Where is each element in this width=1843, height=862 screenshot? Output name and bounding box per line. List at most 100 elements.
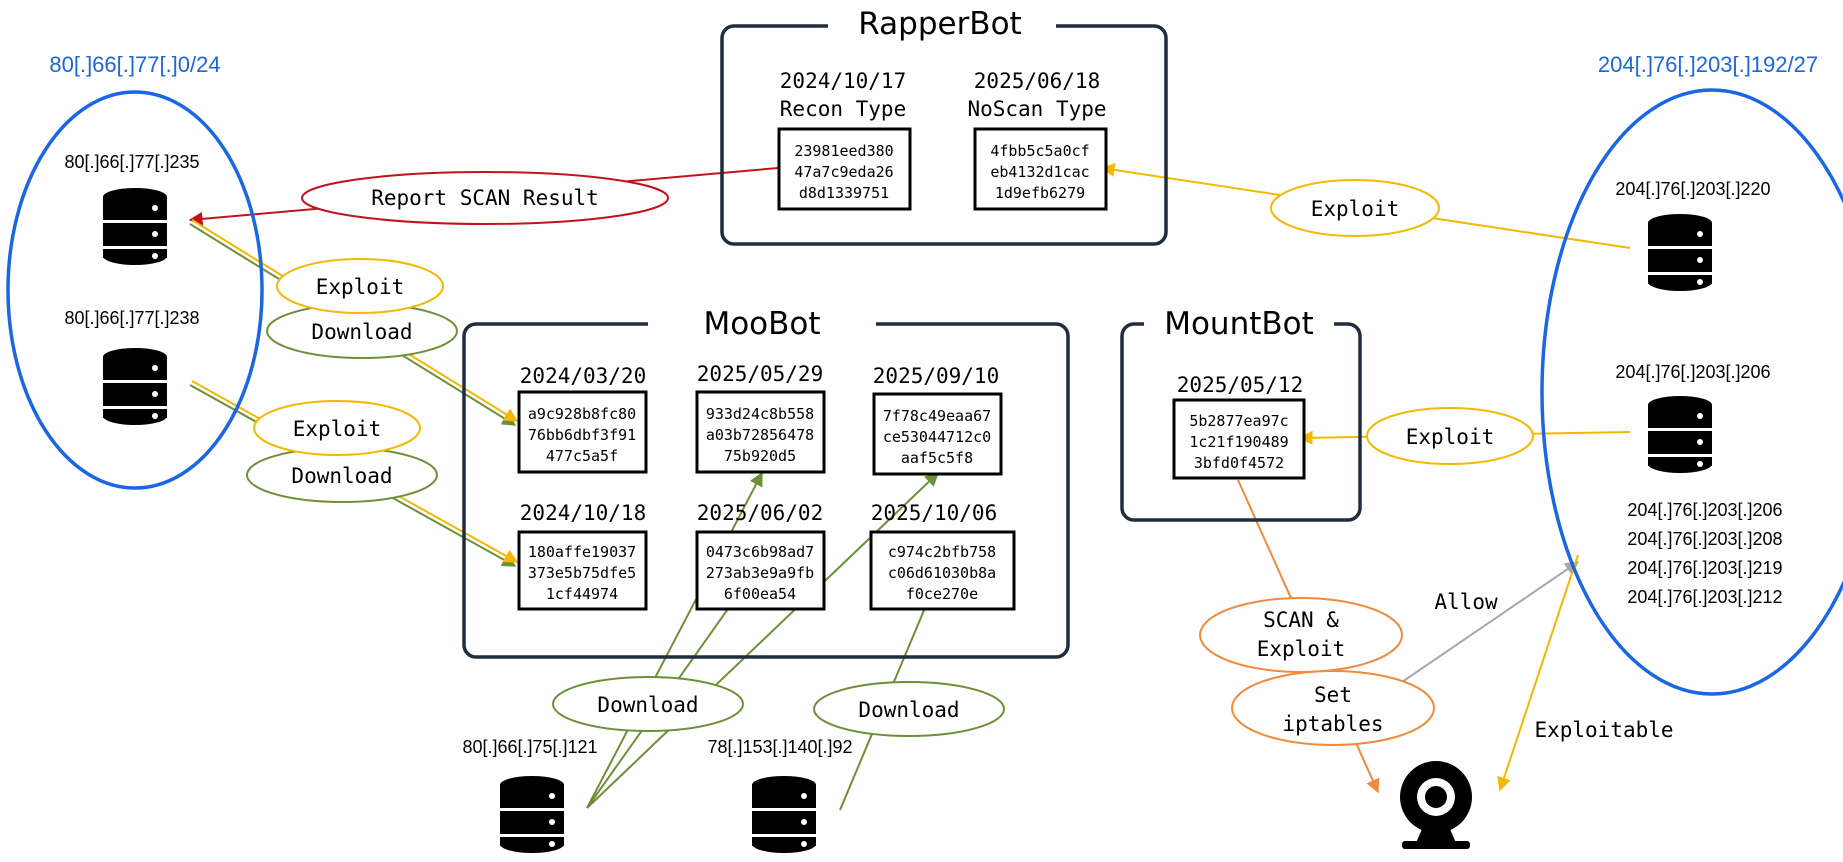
cluster-rapperbot-title: RapperBot [858,6,1021,42]
subnet-left: 80[.]66[.]77[.]0/24 [6,52,264,490]
sample-date: 2025/05/12 [1177,373,1303,397]
host-238: 80[.]66[.]77[.]238 [64,308,200,425]
server-icon [1648,396,1712,473]
host-group-item: 204[.]76[.]203[.]208 [1627,529,1782,549]
label-exploitable: Exploitable [1534,718,1673,742]
hash-line: 6f00ea54 [724,585,796,603]
host-235-label: 80[.]66[.]77[.]235 [64,152,199,172]
svg-text:Exploit: Exploit [316,275,405,299]
host-235: 80[.]66[.]77[.]235 [64,152,200,265]
hash-line: 373e5b75dfe5 [528,564,636,582]
server-icon [1648,214,1712,291]
cluster-mountbot: MountBot 2025/05/12 5b2877ea97c 1c21f190… [1120,302,1362,522]
server-icon [103,188,167,265]
cluster-moobot: MooBot 2024/03/20 a9c928b8fc80 76bb6dbf3… [462,302,1070,659]
svg-text:Download: Download [291,464,392,488]
server-icon [103,348,167,425]
hash-box[interactable] [517,530,648,611]
cluster-moobot-title: MooBot [703,306,820,342]
host-206-label: 204[.]76[.]203[.]206 [1615,362,1770,382]
hash-line: 0473c6b98ad7 [706,543,814,561]
host-group: 204[.]76[.]203[.]206 204[.]76[.]203[.]20… [1627,500,1782,607]
svg-text:Download: Download [311,320,412,344]
hash-line: 1d9efb6279 [995,184,1085,202]
sample-date: 2025/06/02 [697,501,823,525]
sample-date: 2025/09/10 [873,364,999,388]
hash-line: aaf5c5f8 [901,449,973,467]
hash-box[interactable] [872,392,1003,476]
hash-line: 75b920d5 [724,447,796,465]
sample-type: Recon Type [780,97,906,121]
sample-date: 2024/10/17 [780,69,906,93]
hash-box[interactable] [777,127,912,211]
host-92: 78[.]153[.]140[.]92 [707,737,853,853]
cluster-rapperbot: RapperBot 2024/10/17 Recon Type 23981eed… [720,6,1168,246]
hash-line: 47a7c9eda26 [794,163,893,181]
label-exploit-206: Exploit [1366,407,1534,465]
hash-line: ce53044712c0 [883,428,991,446]
allow-arrow [1401,561,1580,683]
svg-text:SCAN &: SCAN & [1263,608,1339,632]
exploitable-arrow [1497,554,1579,792]
subnet-left-oval [6,90,264,490]
hash-box[interactable] [517,390,648,474]
hash-line: 477c5a5f [546,447,618,465]
hash-line: 3bfd0f4572 [1194,454,1284,472]
host-220-label: 204[.]76[.]203[.]220 [1615,179,1770,199]
server-icon [500,776,564,853]
sample-date: 2025/10/06 [871,501,997,525]
sample-date: 2025/05/29 [697,362,823,386]
sample-date: 2025/06/18 [974,69,1100,93]
label-report-scan: Report SCAN Result [301,171,669,225]
hash-line: f0ce270e [906,585,978,603]
hash-line: d8d1339751 [799,184,889,202]
sample-type: NoScan Type [967,97,1106,121]
label-exploit-238: Exploit [253,400,421,456]
host-121: 80[.]66[.]75[.]121 [462,737,598,853]
hash-box[interactable] [869,530,1016,611]
hash-box[interactable] [695,390,826,474]
svg-text:Set: Set [1314,683,1352,707]
hash-line: 180affe19037 [528,543,636,561]
label-download-235: Download [266,303,458,359]
hash-line: 5b2877ea97c [1189,412,1288,430]
hash-line: c974c2bfb758 [888,543,996,561]
hash-box[interactable] [1172,398,1306,480]
subnet-right-label: 204[.]76[.]203[.]192/27 [1598,52,1818,77]
hash-line: c06d61030b8a [888,564,996,582]
host-220: 204[.]76[.]203[.]220 [1615,179,1771,291]
label-download-121: Download [552,676,744,732]
hash-line: 933d24c8b558 [706,405,814,423]
hash-line: 1cf44974 [546,585,618,603]
host-121-label: 80[.]66[.]75[.]121 [462,737,597,757]
svg-text:Download: Download [597,693,698,717]
subnet-right-oval [1540,88,1843,696]
hash-line: eb4132d1cac [990,163,1089,181]
label-download-92: Download [813,681,1005,737]
hash-line: 1c21f190489 [1189,433,1288,451]
hash-box[interactable] [695,530,826,611]
hash-line: 76bb6dbf3f91 [528,426,636,444]
label-exploit-220: Exploit [1270,179,1440,237]
webcam-icon [1400,761,1472,849]
hash-line: a9c928b8fc80 [528,405,636,423]
svg-text:Download: Download [858,698,959,722]
host-group-item: 204[.]76[.]203[.]212 [1627,587,1782,607]
label-download-238: Download [246,447,438,503]
hash-box[interactable] [973,127,1108,211]
svg-text:Exploit: Exploit [1257,637,1346,661]
label-exploit-235: Exploit [276,258,444,314]
hash-line: 4fbb5c5a0cf [990,142,1089,160]
subnet-left-label: 80[.]66[.]77[.]0/24 [49,52,220,77]
svg-text:Exploit: Exploit [1406,425,1495,449]
hash-line: a03b72856478 [706,426,814,444]
sample-date: 2024/03/20 [520,364,646,388]
label-scan-exploit: SCAN & Exploit [1199,597,1403,673]
server-icon [752,776,816,853]
svg-text:Report SCAN Result: Report SCAN Result [371,186,599,210]
host-group-item: 204[.]76[.]203[.]219 [1627,558,1782,578]
subnet-right: 204[.]76[.]203[.]192/27 [1540,52,1843,696]
svg-text:Exploit: Exploit [1311,197,1400,221]
hash-line: 23981eed380 [794,142,893,160]
